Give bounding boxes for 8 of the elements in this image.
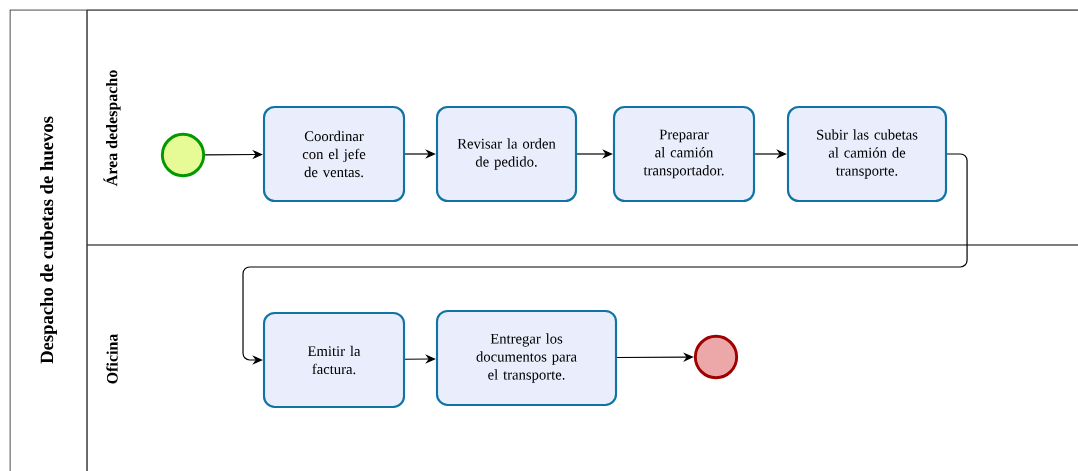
task-box: Revisar la orden de pedido. (435, 105, 578, 203)
start-event-circle (160, 132, 206, 178)
task-box: Entregar los documentos para el transporte. (435, 309, 618, 407)
end-event-circle (693, 334, 739, 380)
task-box: Coordinar con el jefe de ventas. (262, 105, 406, 203)
task-box: Emitir la factura. (262, 311, 406, 409)
task-box: Subir las cubetas al camión de transporte. (786, 105, 948, 203)
task-box: Preparar al camión transportador. (612, 105, 756, 203)
